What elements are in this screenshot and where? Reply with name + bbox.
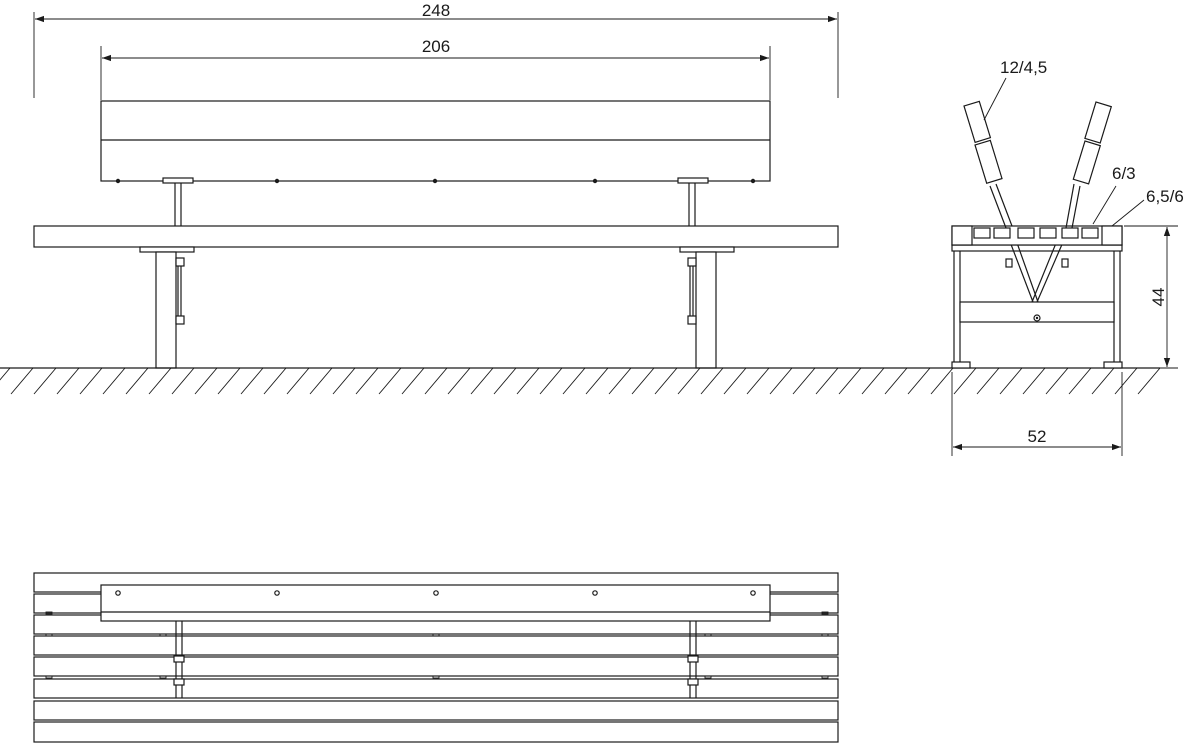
depth-dimension: 52: [951, 372, 1123, 456]
seat-bracket-left: [139, 246, 195, 253]
ground-hatch-line: [424, 367, 448, 395]
ground-hatch-line: [447, 367, 471, 395]
backrest-rod-left: [963, 100, 1013, 229]
ground-hatch-line: [884, 367, 908, 395]
ground-hatch-line: [815, 367, 839, 395]
ground-hatch-line: [286, 367, 310, 395]
ground-hatch-line: [930, 367, 954, 395]
backrest-support-left: [162, 177, 194, 226]
ground-hatch-line: [125, 367, 149, 395]
ground-hatch-line: [148, 367, 172, 395]
side-view: 12/4,5 6/3 6,5/6 44 52: [951, 58, 1184, 456]
top-supports: [173, 621, 699, 698]
ground-hatch-line: [0, 367, 11, 381]
ground-hatch-line: [332, 367, 356, 395]
ground-hatch-line: [263, 367, 287, 395]
front-view: 248 206: [33, 1, 839, 369]
top-view: [33, 572, 839, 743]
ground-hatch-line: [976, 367, 1000, 395]
seat-section: [951, 225, 1123, 246]
ground: [0, 367, 1161, 395]
leg-left: [155, 251, 185, 369]
ground-hatch-line: [217, 367, 241, 395]
ground-hatch-line: [401, 367, 425, 395]
backrest-length-label: 206: [422, 37, 450, 56]
ground-hatch-line: [792, 367, 816, 395]
ground-hatch-line: [1137, 367, 1161, 395]
ground-hatch-line: [10, 367, 34, 395]
ground-hatch-line: [1114, 367, 1138, 395]
backrest-length-dimension: 206: [100, 37, 771, 100]
ground-hatch-line: [838, 367, 862, 395]
ground-hatch-line: [1022, 367, 1046, 395]
ground-hatch-line: [769, 367, 793, 395]
ground-hatch-line: [608, 367, 632, 395]
ground-hatch-line: [240, 367, 264, 395]
ground-hatch-line: [700, 367, 724, 395]
ground-hatch-line: [907, 367, 931, 395]
support-bar-label: 6/3: [1112, 164, 1136, 183]
ground-hatch-line: [631, 367, 655, 395]
ground-hatch-line: [33, 367, 57, 395]
ground-hatch-line: [309, 367, 333, 395]
ground-hatch-line: [194, 367, 218, 395]
ground-hatch-line: [355, 367, 379, 395]
backrest: [100, 100, 771, 184]
section-leaders: 12/4,5 6/3 6,5/6: [983, 58, 1184, 227]
depth-label: 52: [1028, 427, 1047, 446]
ground-hatch-line: [539, 367, 563, 395]
ground-hatch-line: [378, 367, 402, 395]
ground-hatch-line: [79, 367, 103, 395]
height-dimension: 44: [1124, 225, 1178, 369]
ground-hatch-line: [585, 367, 609, 395]
ground-hatch-line: [102, 367, 126, 395]
top-fixing-marks: [45, 611, 829, 679]
top-backrest: [100, 584, 771, 622]
leg-right: [687, 251, 717, 369]
overall-length-label: 248: [422, 1, 450, 20]
overall-length-dimension: 248: [33, 1, 839, 98]
ground-hatch-line: [516, 367, 540, 395]
ground-hatch-line: [470, 367, 494, 395]
seat-board: [33, 225, 839, 248]
ground-hatch-line: [1091, 367, 1115, 395]
ground-hatch-line: [999, 367, 1023, 395]
height-label: 44: [1149, 288, 1168, 307]
ground-hatch-line: [746, 367, 770, 395]
backrest-section-label: 12/4,5: [1000, 58, 1047, 77]
ground-hatch-line: [654, 367, 678, 395]
seat-slat-label: 6,5/6: [1146, 187, 1184, 206]
ground-hatch-line: [1068, 367, 1092, 395]
ground-hatch-line: [171, 367, 195, 395]
side-frame: [951, 244, 1123, 369]
seat-bracket-right: [679, 246, 735, 253]
ground-hatch-line: [1045, 367, 1069, 395]
ground-hatch-line: [56, 367, 80, 395]
backrest-support-right: [677, 177, 709, 226]
ground-hatch-line: [562, 367, 586, 395]
ground-hatch-line: [723, 367, 747, 395]
ground-hatch-line: [861, 367, 885, 395]
ground-hatch-line: [493, 367, 517, 395]
ground-hatch-line: [677, 367, 701, 395]
ground-hatch-line: [953, 367, 977, 395]
backrest-rod-right: [1065, 101, 1113, 229]
